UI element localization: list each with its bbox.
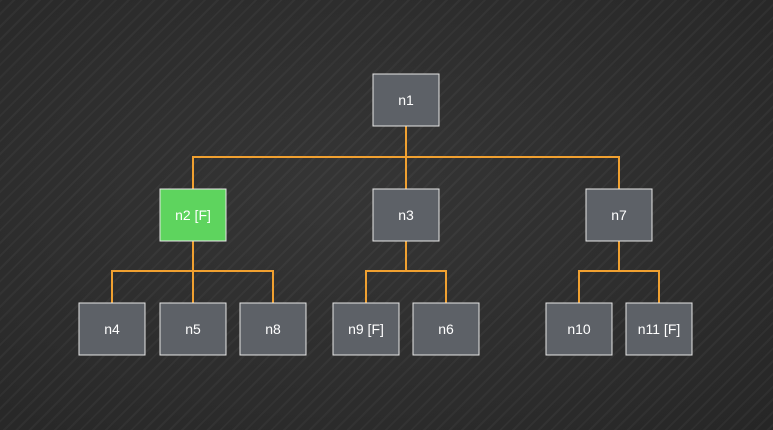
node-label-n10: n10: [567, 321, 591, 337]
node-box-n8: [239, 302, 307, 356]
node-n8: n8: [239, 302, 307, 356]
edge-n3-n6: [405, 240, 447, 304]
node-box-n11: [625, 302, 693, 356]
node-box-n1: [372, 73, 440, 127]
node-label-n11: n11 [F]: [638, 321, 681, 337]
node-label-n2: n2 [F]: [175, 207, 211, 223]
edge-n7-n11: [618, 240, 660, 304]
node-n10: n10: [545, 302, 613, 356]
node-n7: n7: [585, 188, 653, 242]
node-box-n3: [372, 188, 440, 242]
edges-layer: [111, 125, 660, 304]
node-n11: n11 [F]: [625, 302, 693, 356]
node-label-n1: n1: [398, 92, 414, 108]
node-n5: n5: [159, 302, 227, 356]
node-label-n8: n8: [265, 321, 281, 337]
node-box-n6: [412, 302, 480, 356]
edge-n7-n10: [578, 240, 620, 304]
edge-n2-n4: [111, 240, 194, 304]
node-label-n9: n9 [F]: [348, 321, 384, 337]
node-n1: n1: [372, 73, 440, 127]
node-box-n9: [332, 302, 400, 356]
edge-n1-n2: [192, 125, 407, 190]
node-n6: n6: [412, 302, 480, 356]
node-n3: n3: [372, 188, 440, 242]
node-label-n6: n6: [438, 321, 454, 337]
nodes-layer: n1 n2 [F] n3 n7 n4 n5 n8 n9 [F] n6 n10 n11 [F]: [78, 73, 693, 356]
edge-n3-n9: [365, 240, 407, 304]
node-label-n5: n5: [185, 321, 201, 337]
node-label-n4: n4: [104, 321, 120, 337]
node-box-n10: [545, 302, 613, 356]
node-box-n4: [78, 302, 146, 356]
node-n4: n4: [78, 302, 146, 356]
node-box-n5: [159, 302, 227, 356]
node-label-n3: n3: [398, 207, 414, 223]
node-label-n7: n7: [611, 207, 627, 223]
edge-n2-n8: [192, 240, 274, 304]
node-box-n2: [159, 188, 227, 242]
node-box-n7: [585, 188, 653, 242]
node-n2: n2 [F]: [159, 188, 227, 242]
edge-n1-n7: [405, 125, 620, 190]
node-n9: n9 [F]: [332, 302, 400, 356]
